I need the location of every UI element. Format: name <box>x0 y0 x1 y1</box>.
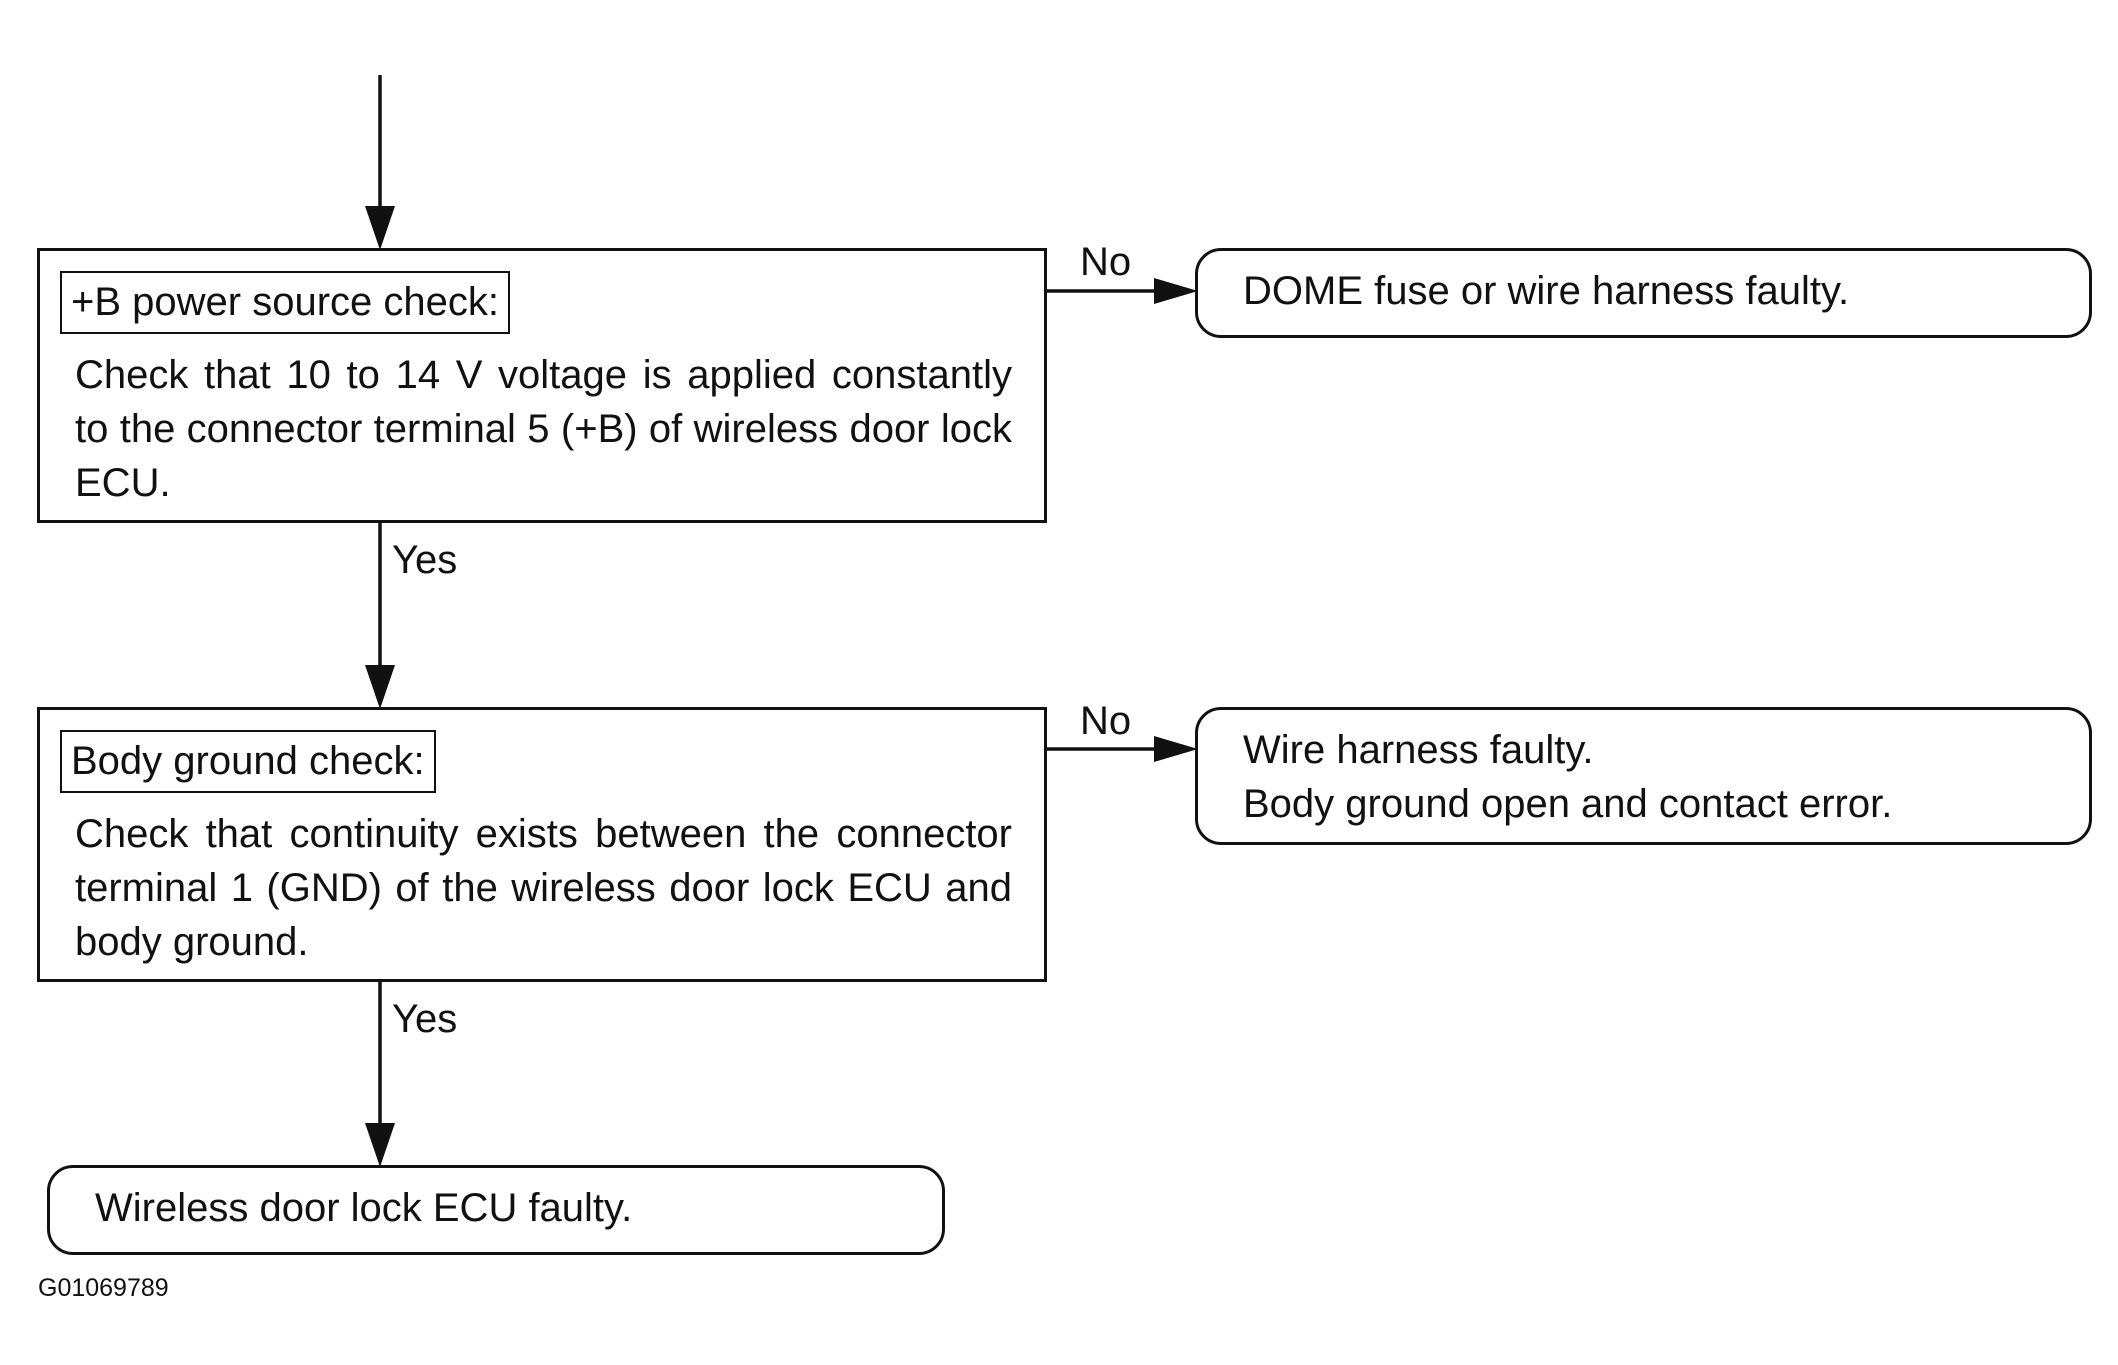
power-source-check-box: +B power source check: Check that 10 to … <box>37 248 1047 523</box>
no-arrowhead-1 <box>1154 278 1198 304</box>
dome-fuse-faulty-result: DOME fuse or wire harness faulty. <box>1195 248 2092 338</box>
body-ground-yes-label: Yes <box>392 997 458 1041</box>
result-text-line-2: Body ground open and contact error. <box>1243 782 1893 826</box>
yes-arrowhead-2 <box>365 1123 395 1167</box>
figure-id: G01069789 <box>38 1274 169 1302</box>
power-source-check-heading: +B power source check: <box>60 271 510 334</box>
power-source-yes-label: Yes <box>392 538 458 582</box>
wire-harness-faulty-result: Wire harness faulty. Body ground open an… <box>1195 707 2092 845</box>
body-ground-check-heading: Body ground check: <box>60 730 436 793</box>
body-ground-check-box: Body ground check: Check that continuity… <box>37 707 1047 982</box>
result-text-line-1: Wire harness faulty. <box>1243 728 1594 772</box>
entry-arrowhead <box>365 206 395 250</box>
power-source-check-instructions: Check that 10 to 14 V voltage is applied… <box>75 353 1012 505</box>
body-ground-check-instructions: Check that continuity exists between the… <box>75 812 1012 964</box>
yes-arrowhead-1 <box>365 665 395 709</box>
result-text: Wireless door lock ECU faulty. <box>95 1186 633 1230</box>
ecu-faulty-result: Wireless door lock ECU faulty. <box>47 1165 945 1255</box>
no-arrowhead-2 <box>1154 736 1198 762</box>
result-text: DOME fuse or wire harness faulty. <box>1243 269 1850 313</box>
power-source-no-label: No <box>1080 240 1132 284</box>
body-ground-no-label: No <box>1080 699 1132 743</box>
